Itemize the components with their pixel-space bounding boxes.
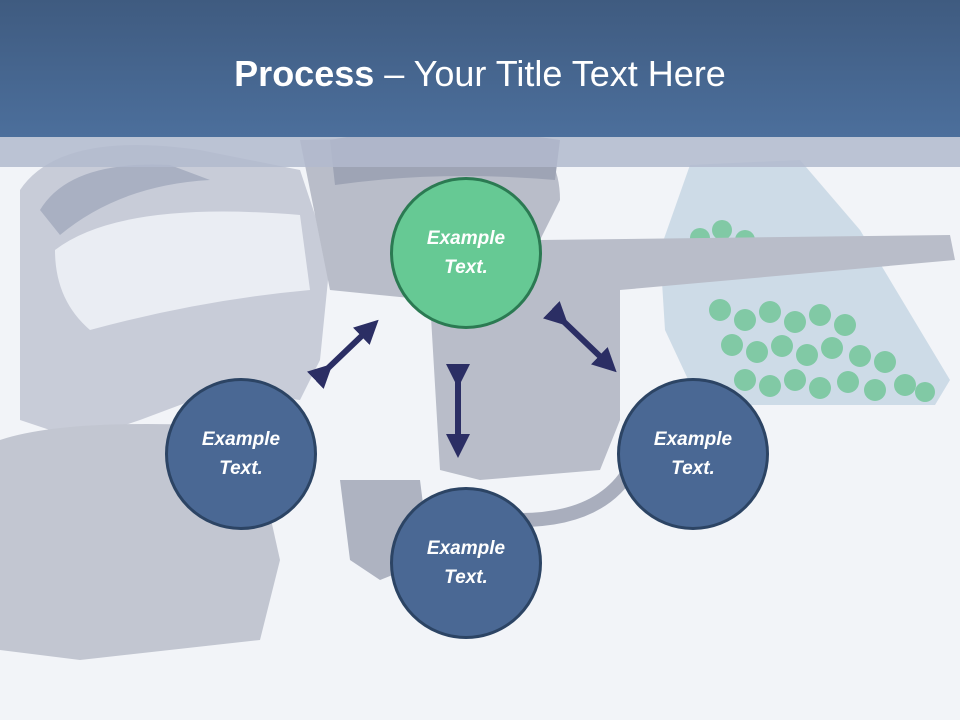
process-node-bottom[interactable]: Example Text. [390,487,542,639]
title-subband [0,137,960,167]
title-bold: Process [234,53,375,94]
double-headed-arrow-icon [307,319,379,389]
title-bar [0,0,960,137]
slide-title: Process – Your Title Text Here [0,52,960,96]
process-node-center[interactable]: Example Text. [390,177,542,329]
process-node-label: Example Text. [426,228,506,278]
double-headed-arrow-icon [543,301,617,373]
process-node-label: Example Text. [201,429,281,479]
process-node-label: Example Text. [426,538,506,588]
process-node-label: Example Text. [653,429,733,479]
title-rest: – Your Title Text Here [374,53,726,94]
process-node-left[interactable]: Example Text. [165,378,317,530]
process-node-right[interactable]: Example Text. [617,378,769,530]
